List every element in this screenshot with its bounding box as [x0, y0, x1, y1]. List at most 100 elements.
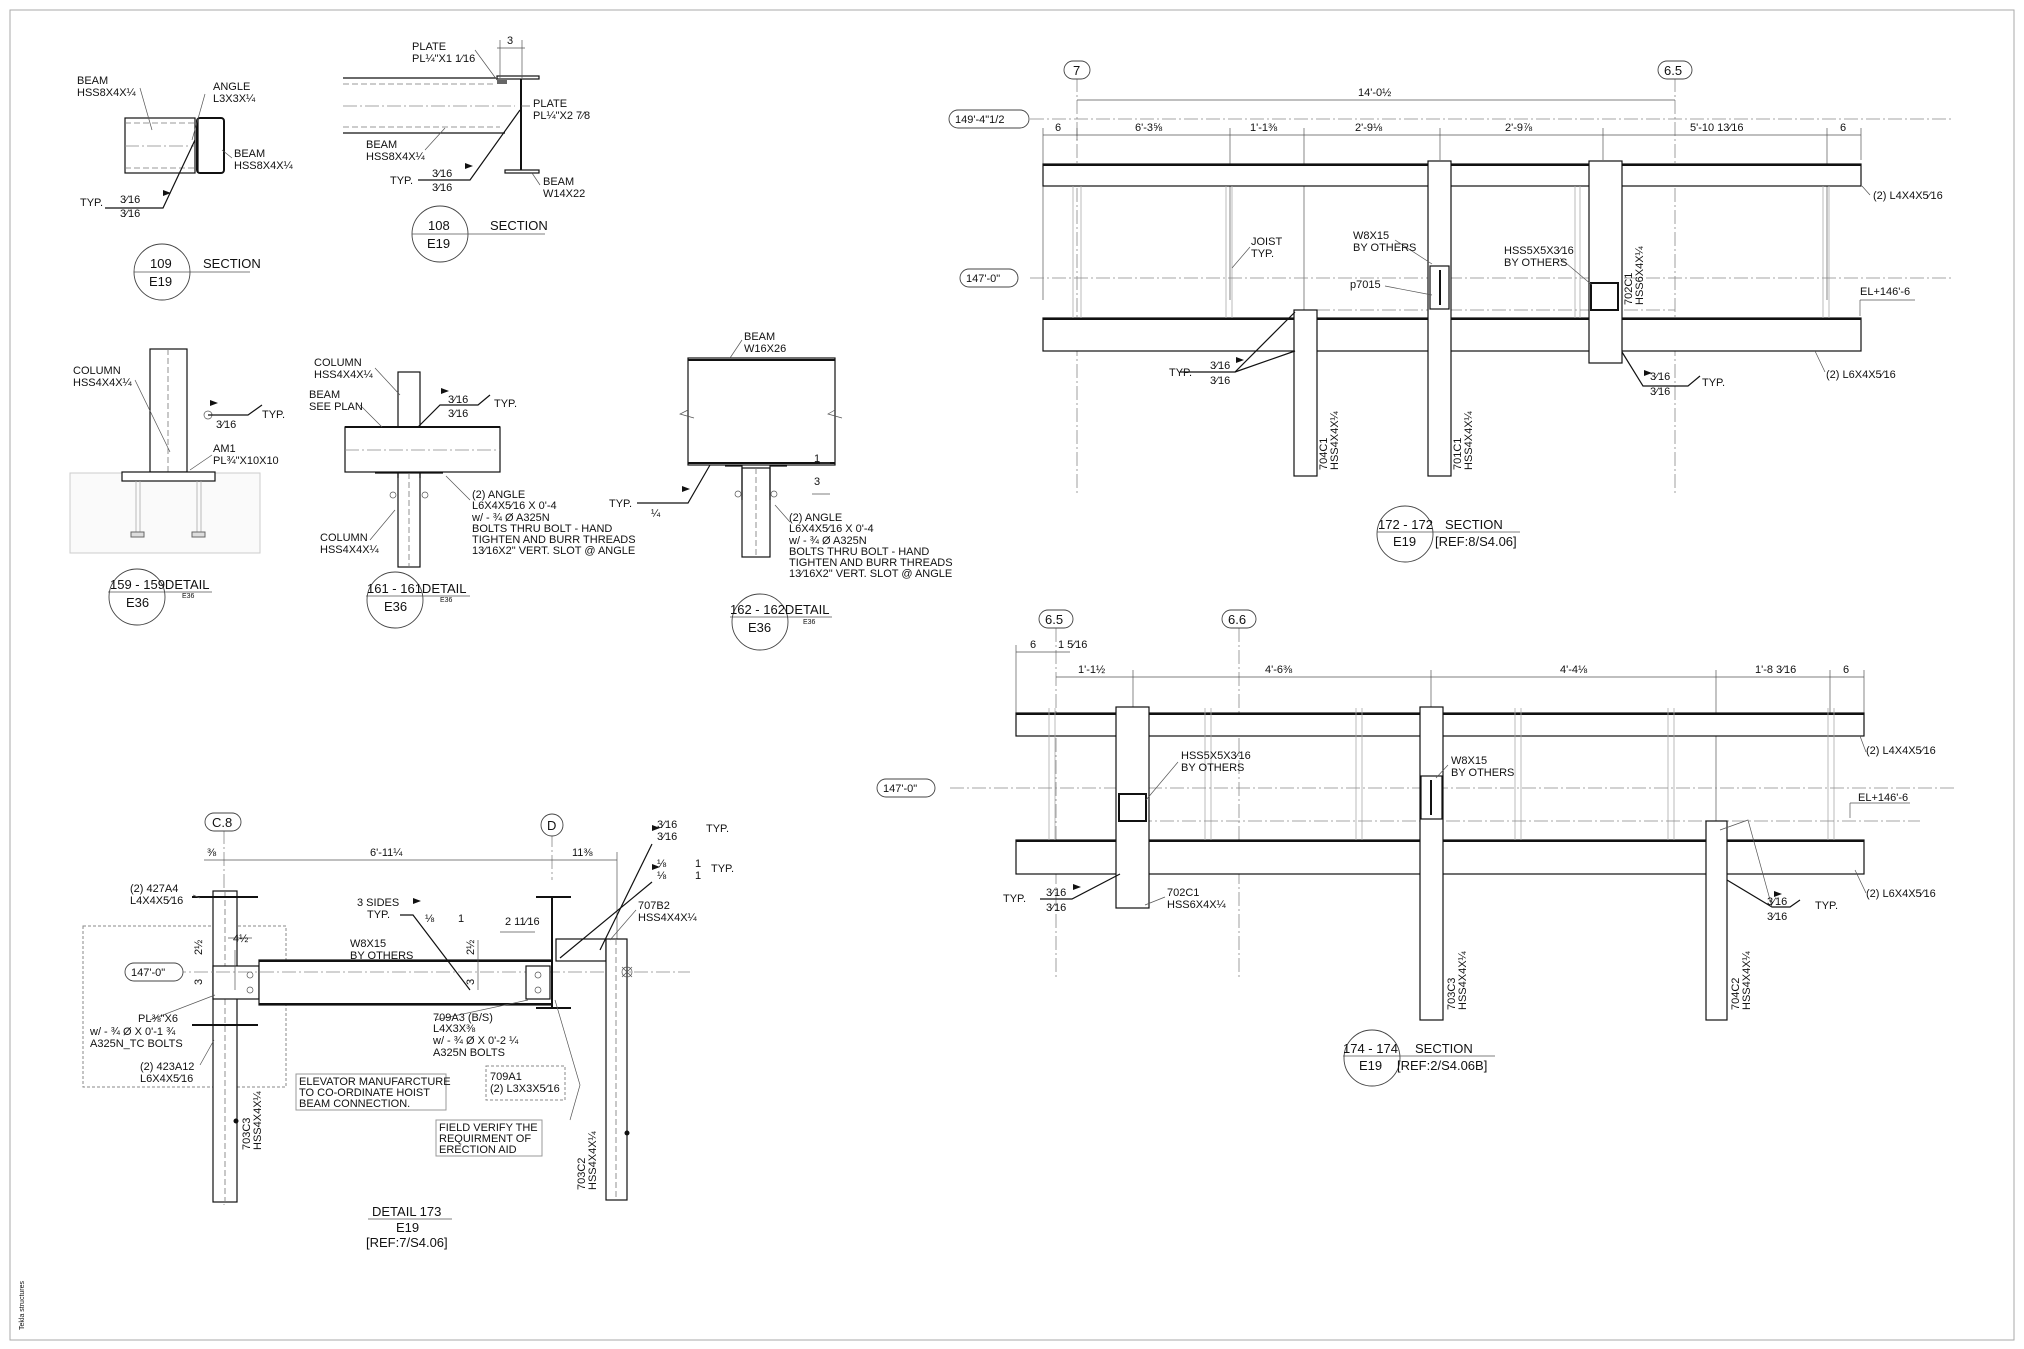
field-note-3: ERECTION AID: [439, 1144, 517, 1156]
label-hss-note: BY OTHERS: [1504, 257, 1567, 269]
dim-seg: 4'-6⅜: [1265, 664, 1293, 676]
weld-size: 3⁄16: [216, 419, 236, 431]
software-note: Tekla structures: [19, 1280, 26, 1330]
grid-bubble-6-5: [1657, 60, 1693, 80]
elevator-note-box: [295, 1073, 447, 1111]
column-mark: 703C2: [576, 1158, 588, 1190]
column-size: HSS6X4X¼: [1634, 245, 1646, 305]
detail-ref: [REF:7/S4.06]: [366, 1235, 448, 1250]
weld-typ: TYP.: [706, 823, 729, 835]
detail-sheet-small: E36: [440, 597, 453, 604]
detail-sheet-small: E36: [803, 619, 816, 626]
label-joist: JOIST: [1251, 236, 1282, 248]
weld-typ: TYP.: [390, 175, 413, 187]
label-w8-note: BY OTHERS: [350, 950, 413, 962]
section-172[interactable]: 7 6.5 14'-0½ 149'-4"1/2 6 6'-3⅝ 1'-1⅜ 2'…: [948, 60, 1952, 563]
weld-size-bottom: 3⁄16: [448, 408, 468, 420]
dim-seg: 5'-10 13⁄16: [1690, 122, 1743, 134]
dim-seg: 6: [1030, 639, 1036, 651]
label-hss: HSS5X5X3⁄16: [1181, 750, 1251, 762]
weld-typ-left: TYP.: [1003, 893, 1026, 905]
label-beam-size: W16X26: [744, 343, 786, 355]
weld-size: 3⁄16: [1650, 371, 1670, 383]
column-upper: [397, 371, 421, 428]
column-703C2: [605, 938, 628, 1201]
weld-typ: TYP.: [711, 863, 734, 875]
column-mark: 702C1: [1167, 887, 1199, 899]
detail-173[interactable]: C.8 D ⅜ 6'-11¼ 11⅜ 147'-0" 4½ 2½ 3 2½: [82, 812, 734, 1250]
beam-hss-member: [124, 117, 196, 174]
bottom-angle-member: [1042, 317, 1862, 352]
grid-bubble-c8: [204, 812, 242, 832]
hss-by-others: [1118, 793, 1147, 822]
label-column-lower-size: HSS4X4X¼: [320, 544, 380, 556]
grid-label: 6.5: [1664, 63, 1682, 78]
weld-size-top: 3⁄16: [432, 168, 452, 180]
column-702C1: [1115, 706, 1150, 909]
dim-seg: 1'-1½: [1078, 664, 1105, 676]
plate-top: [497, 80, 507, 84]
detail-bubble: [108, 568, 166, 626]
column-mark: 704C2: [1730, 978, 1742, 1010]
hss-by-others: [1590, 282, 1619, 311]
grid-label: D: [547, 818, 556, 833]
dim-seg: 6: [1843, 664, 1849, 676]
dim-seg: 1'-8 3⁄16: [1755, 664, 1796, 676]
top-angle-member: [1042, 163, 1862, 187]
detail-108[interactable]: 3 PLATE PL¼"X1 1⁄16 PLATE PL¼"X2 7⁄8 BEA…: [343, 35, 590, 263]
beam: [344, 426, 501, 473]
revision-cloud: [485, 1065, 566, 1101]
detail-162[interactable]: 1 3 BEAM W16X26 TYP. ¼ (2) ANGLE L6X4X5⁄…: [609, 331, 953, 651]
label-3-sides: 3 SIDES: [357, 897, 399, 909]
dim-seg: 2'-9⅛: [1355, 122, 1383, 134]
label-beam2-size: HSS8X4X¼: [234, 160, 294, 172]
weld-size-bottom: 3⁄16: [120, 208, 140, 220]
column-mark: 702C1: [1623, 273, 1635, 305]
weld-typ: TYP.: [262, 409, 285, 421]
dim-3: 3: [465, 979, 477, 985]
label-w8-note: BY OTHERS: [1353, 242, 1416, 254]
weld-typ: TYP.: [494, 398, 517, 410]
weld-size: 3⁄16: [1767, 896, 1787, 908]
angle-note-6: 13⁄16X2" VERT. SLOT @ ANGLE: [472, 545, 635, 557]
weld-size: 3⁄16: [1767, 911, 1787, 923]
weld-length: 1: [695, 870, 701, 882]
field-note-2: REQUIRMENT OF: [439, 1133, 531, 1145]
detail-109[interactable]: BEAM HSS8X4X¼ ANGLE L3X3X¼ BEAM HSS8X4X¼…: [77, 75, 294, 301]
weld-size-top: 3⁄16: [120, 194, 140, 206]
column-hss: [149, 348, 188, 473]
section-number: 108: [428, 218, 450, 233]
base-plate: [121, 471, 216, 482]
field-note-1: FIELD VERIFY THE: [439, 1122, 538, 1134]
weld-size: 3⁄16: [1046, 887, 1066, 899]
column-size: HSS4X4X¼: [1463, 410, 1475, 470]
section-sheet: E19: [1359, 1058, 1382, 1073]
angle-note-5: TIGHTEN AND BURR THREADS: [789, 557, 953, 569]
beam-w8x15: [258, 959, 553, 1006]
section-sheet: E19: [149, 274, 172, 289]
column-702C1: [1588, 160, 1623, 364]
label-709A3-bolt-grade: A325N BOLTS: [433, 1047, 505, 1059]
detail-161[interactable]: COLUMN HSS4X4X¼ BEAM SEE PLAN 3⁄16 3⁄16 …: [309, 357, 636, 629]
section-bubble: [1343, 1029, 1401, 1087]
section-title: SECTION: [203, 256, 261, 271]
beam-707B2: [555, 938, 607, 962]
section-bubble: [1376, 505, 1434, 563]
detail-159[interactable]: COLUMN HSS4X4X¼ 3⁄16 TYP. AM1 PL¾"X10X10…: [69, 348, 285, 626]
dim-seg: 1 5⁄16: [1058, 639, 1087, 651]
column-size: HSS4X4X¼: [252, 1090, 264, 1150]
section-title: SECTION: [1415, 1041, 1473, 1056]
label-w8: W8X15: [350, 938, 386, 950]
label-beam-note: SEE PLAN: [309, 401, 363, 413]
label-column-size: HSS4X4X¼: [73, 377, 133, 389]
label-709A1-size: (2) L3X3X5⁄16: [490, 1083, 560, 1095]
section-174[interactable]: 6.5 6.6 6 1 5⁄16 1'-1½ 4'-6⅜ 4'-4⅛ 1'-8 …: [876, 609, 1955, 1087]
section-title: SECTION: [490, 218, 548, 233]
beam-w16: [687, 357, 836, 466]
level-bubble-top: [948, 109, 1030, 129]
beam-hss-end: [196, 117, 225, 174]
label-column: COLUMN: [314, 357, 362, 369]
section-ref: [REF:8/S4.06]: [1435, 534, 1517, 549]
section-number: 174 - 174: [1343, 1041, 1398, 1056]
concrete-footing: [69, 472, 261, 554]
